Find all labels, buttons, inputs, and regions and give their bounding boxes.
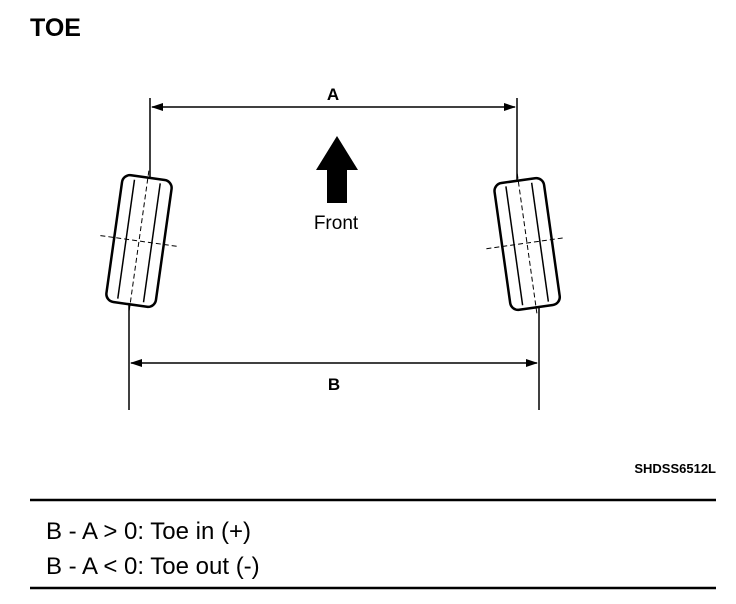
left-tire — [100, 170, 180, 312]
right-tire — [486, 173, 566, 315]
dimension-label-b: B — [328, 375, 340, 394]
front-arrow-icon — [316, 136, 358, 203]
front-label: Front — [314, 213, 359, 234]
dimension-label-a: A — [327, 85, 339, 104]
figure-code: SHDSS6512L — [634, 461, 716, 476]
toe-in-formula: B - A > 0: Toe in (+) — [46, 518, 251, 545]
page-title: TOE — [30, 14, 81, 42]
toe-out-formula: B - A < 0: Toe out (-) — [46, 553, 260, 580]
